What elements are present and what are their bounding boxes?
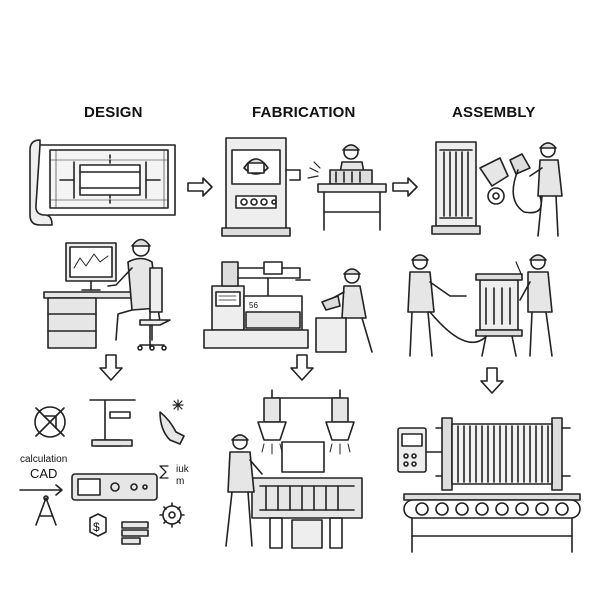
arrow-down-2 (290, 354, 314, 381)
extraction-station-icon (251, 389, 363, 549)
heat-exchanger-icon (397, 417, 571, 491)
label-m: m (176, 476, 184, 487)
document-icon (121, 521, 149, 545)
no-cross-icon (34, 406, 66, 438)
arrow-down-1 (99, 354, 123, 381)
arrow-right-2 (392, 177, 418, 197)
conveyor-icon (403, 493, 581, 553)
gear-icon (159, 502, 185, 528)
welder-at-table-icon (307, 144, 387, 231)
blueprint-icon (29, 139, 176, 226)
label-calculation: calculation (20, 454, 67, 465)
arrow-down-3 (480, 367, 504, 394)
press-machine-icon (221, 137, 301, 237)
arrow-right-1 (187, 177, 213, 197)
caliper-icon (89, 399, 136, 447)
heading-design: DESIGN (84, 104, 143, 121)
svg-text:$: $ (93, 520, 100, 534)
worker-fab-icon (225, 434, 263, 547)
sparkle-pen-icon (159, 399, 185, 445)
drawing-board-icon (71, 473, 158, 501)
computer-workstation-icon (43, 238, 171, 351)
svg-text:56: 56 (249, 301, 258, 310)
cnc-machine-icon: 56 (203, 261, 311, 349)
grinding-worker-icon (315, 268, 373, 353)
sigma-icon (159, 465, 169, 479)
cad-arrow-icon (19, 484, 63, 496)
welder-icon (479, 142, 563, 237)
assembly-stack-icon (431, 141, 481, 235)
label-cad: CAD (30, 466, 57, 481)
assembly-workers-icon (407, 254, 553, 357)
compass-icon (35, 495, 57, 526)
label-iuk: iuk (176, 464, 190, 475)
heading-fabrication: FABRICATION (252, 104, 356, 121)
dollar-icon: $ (89, 513, 107, 537)
heading-assembly: ASSEMBLY (452, 104, 536, 121)
